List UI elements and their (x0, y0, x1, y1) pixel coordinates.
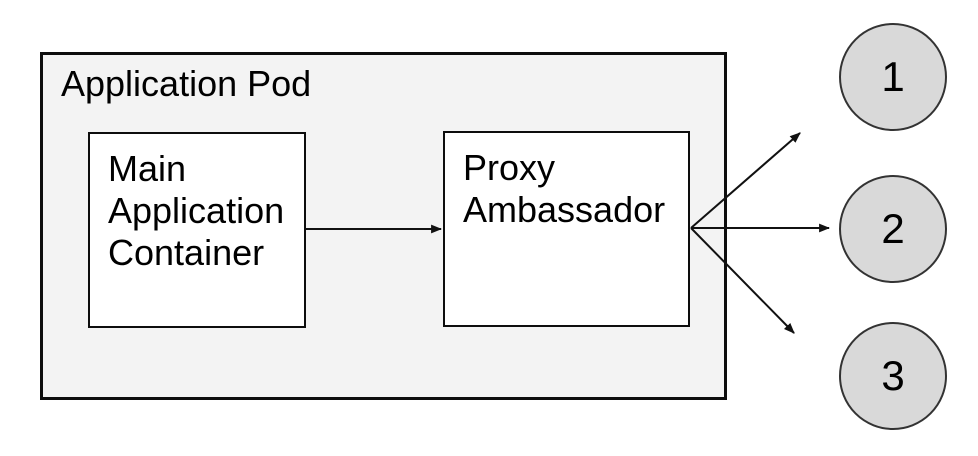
node-proxy-ambassador: Proxy Ambassador (443, 131, 690, 327)
endpoint-circle-3-label: 3 (881, 352, 905, 399)
endpoint-circle-3: 3 (839, 322, 947, 430)
node-proxy-ambassador-label: Proxy Ambassador (463, 147, 666, 230)
endpoint-circle-1: 1 (839, 23, 947, 131)
node-main-application-container-label: Main Application Container (108, 148, 285, 273)
endpoint-circle-1-label: 1 (881, 53, 905, 100)
endpoint-circle-2: 2 (839, 175, 947, 283)
endpoint-circle-2-label: 2 (881, 205, 905, 252)
node-main-application-container: Main Application Container (88, 132, 306, 328)
application-pod-label: Application Pod (61, 63, 312, 104)
